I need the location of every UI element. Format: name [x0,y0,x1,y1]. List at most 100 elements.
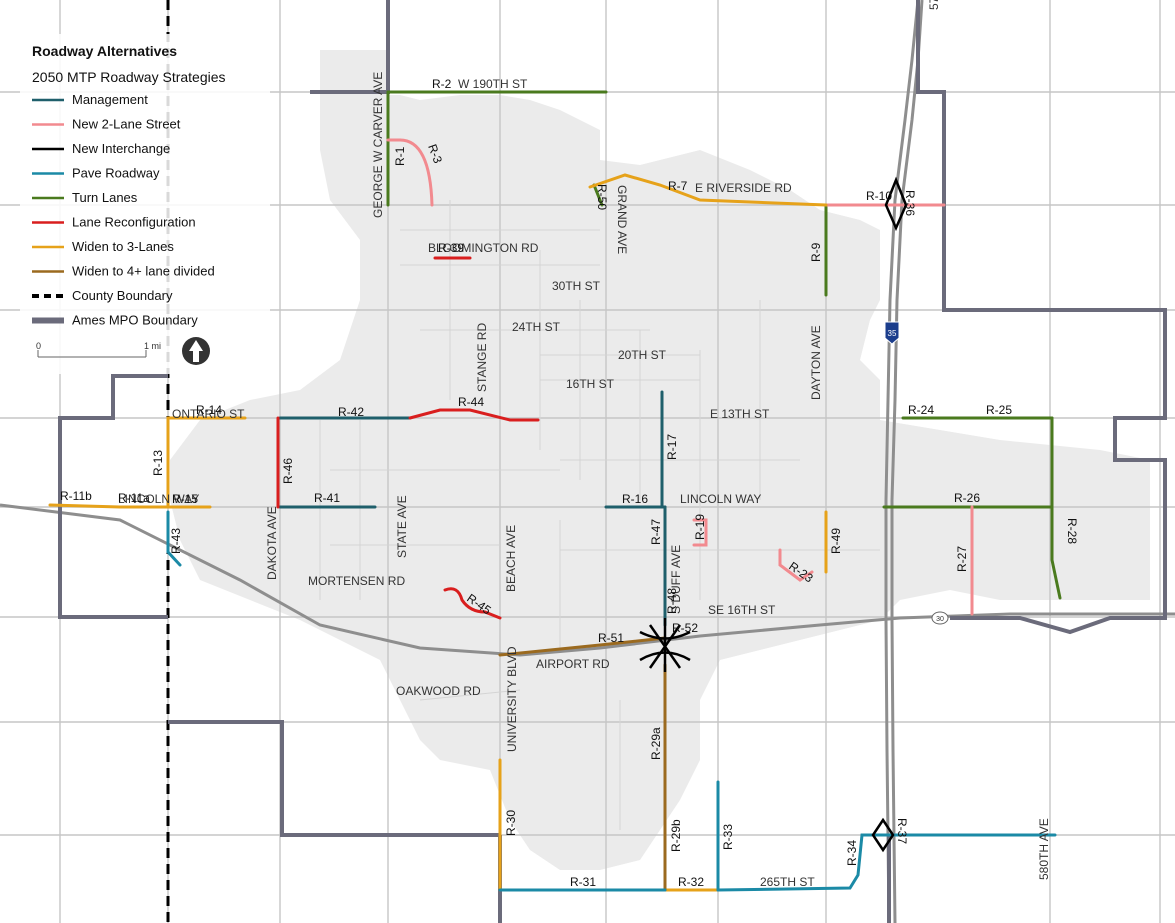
project-label-R-27: R-27 [955,546,969,572]
street-mortensen: MORTENSEN RD [308,574,405,588]
legend-item-label: Turn Lanes [72,190,138,205]
project-line-R-19 [692,518,708,547]
legend-subtitle: 2050 MTP Roadway Strategies [32,69,226,85]
scale-start: 0 [36,341,41,351]
project-label-R-32: R-32 [678,875,704,889]
project-label-R-24: R-24 [908,403,934,417]
project-label-R-37: R-37 [895,818,909,844]
local-streets [319,200,880,830]
street-lincoln-w: LINCOLN WAY [118,492,199,506]
street-265th: 265TH ST [760,875,815,889]
project-line-R-51 [498,636,667,657]
street-lincoln: LINCOLN WAY [680,492,761,506]
legend: Roadway Alternatives 2050 MTP Roadway St… [20,34,270,374]
legend-item-label: Pave Roadway [72,166,160,181]
project-label-R-11a: R-11a [118,491,150,505]
street-570th: 570TH AVE [927,0,941,10]
project-label-R-50: R-50 [595,184,609,210]
street-ontario: ONTARIO ST [172,407,245,421]
project-label-R-36: R-36 [903,190,917,216]
street-w190th: W 190TH ST [458,77,528,91]
street-beach: BEACH AVE [504,525,518,592]
legend-item-label: Lane Reconfiguration [72,215,196,230]
project-label-R-3: R-3 [425,142,445,165]
street-dayton: DAYTON AVE [809,325,823,400]
project-line-R-50 [592,183,604,207]
project-label-R-46: R-46 [281,458,295,484]
scale-bar: 0 1 mi [36,341,161,358]
street-stange: STANGE RD [475,323,489,392]
i35-shield-number: 35 [888,329,897,338]
street-carver: GEORGE W CARVER AVE [371,72,385,218]
project-labels: R-2 R-1 R-3 R-7 R-9 R-10 R-36 R-50 R-39 … [60,77,1079,889]
project-lines [48,90,1062,892]
interchanges [639,176,908,853]
legend-item: Widen to 4+ lane divided [32,264,215,279]
project-label-R-48: R-48 [665,588,679,614]
project-label-R-31: R-31 [570,875,596,889]
project-line-R-23 [778,548,814,582]
project-line-R-28 [1050,416,1062,600]
project-label-R-42: R-42 [338,405,364,419]
interchange-R-36 [884,176,908,232]
project-line-R-7 [588,173,828,207]
street-university: UNIVERSITY BLVD [505,646,519,752]
legend-title: Roadway Alternatives [32,43,177,59]
street-20th: 20TH ST [618,348,667,362]
interstate-35 [884,0,924,923]
project-label-R-41: R-41 [314,491,340,505]
scale-end: 1 mi [144,341,161,351]
legend-item: Lane Reconfiguration [32,215,196,230]
street-state: STATE AVE [395,495,409,558]
street-oakwood: OAKWOOD RD [396,684,481,698]
street-24th: 24TH ST [512,320,561,334]
project-label-R-34: R-34 [845,840,859,866]
project-label-R-17: R-17 [665,434,679,460]
interchange-R-37 [871,817,895,853]
project-label-R-16: R-16 [622,492,648,506]
legend-item: Ames MPO Boundary [32,313,198,328]
legend-item: Turn Lanes [32,190,138,205]
legend-item: Pave Roadway [32,166,160,181]
legend-item: Widen to 3-Lanes [32,239,174,254]
project-label-R-25: R-25 [986,403,1012,417]
project-line-R-44 [408,408,540,422]
project-label-R-19: R-19 [693,514,707,540]
project-label-R-30: R-30 [504,810,518,836]
street-grand: GRAND AVE [615,185,629,254]
street-riverside: E RIVERSIDE RD [695,181,792,195]
north-arrow-icon [182,337,210,365]
street-30th: 30TH ST [552,279,601,293]
legend-item: New Interchange [32,141,170,156]
project-line-R-3 [398,138,434,207]
street-16th: 16TH ST [566,377,615,391]
legend-item-label: Widen to 4+ lane divided [72,264,215,279]
street-dakota: DAKOTA AVE [265,506,279,580]
project-label-R-52: R-52 [672,621,698,635]
project-line-R-11b [48,503,122,509]
project-label-R-1: R-1 [393,146,407,166]
project-label-R-49: R-49 [829,528,843,554]
street-labels: W 190TH ST GEORGE W CARVER AVE E RIVERSI… [118,0,1051,889]
legend-item-label: Management [72,92,148,107]
legend-item-label: Ames MPO Boundary [72,313,198,328]
project-label-R-13: R-13 [151,450,165,476]
legend-item: Management [32,92,148,107]
project-line-R-43 [166,510,182,567]
legend-item-label: New Interchange [72,141,170,156]
project-label-R-29a: R-29a [649,727,663,760]
legend-item-label: County Boundary [72,288,173,303]
project-line-R-34 [716,833,891,892]
project-label-R-43: R-43 [169,528,183,554]
project-label-R-7: R-7 [668,179,688,193]
project-label-R-26: R-26 [954,491,980,505]
project-label-R-15: R-15 [172,492,198,506]
street-airport: AIRPORT RD [536,657,610,671]
project-label-R-33: R-33 [721,824,735,850]
street-s-duff: S DUFF AVE [669,545,683,614]
project-label-R-14: R-14 [196,403,222,417]
i35-shield-icon: 35 [884,321,900,345]
project-label-R-10: R-10 [866,189,892,203]
street-e13th: E 13TH ST [710,407,770,421]
